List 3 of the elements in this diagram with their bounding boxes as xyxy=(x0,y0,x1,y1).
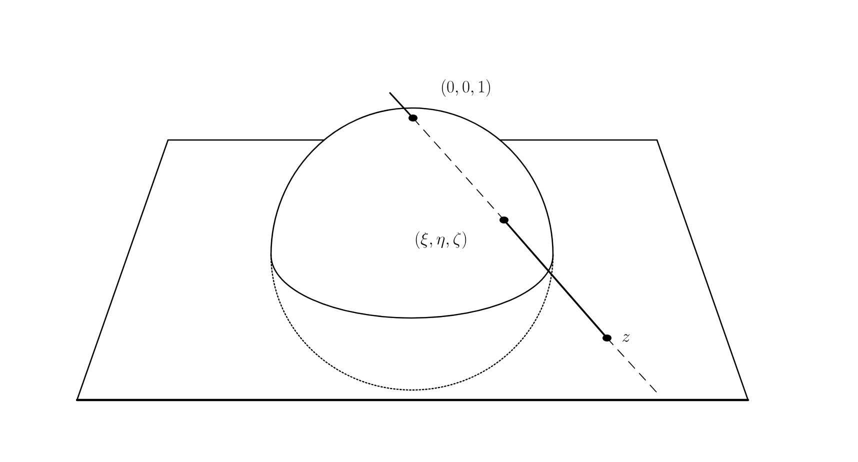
coordinate-label: $(0, 0, 1)$ xyxy=(442,79,490,97)
coordinate-label: $(\xi, \eta, \zeta)$ xyxy=(416,231,466,249)
coordinate-label: $z$ xyxy=(622,334,630,342)
